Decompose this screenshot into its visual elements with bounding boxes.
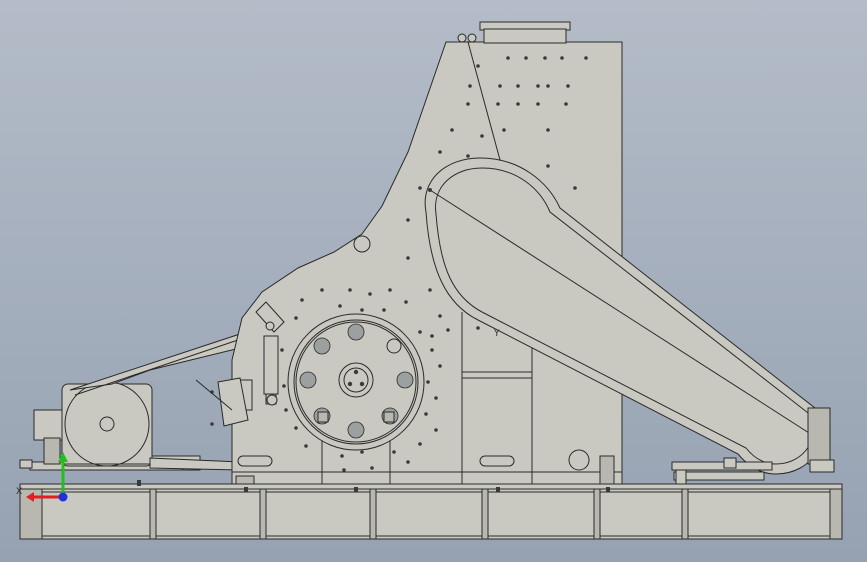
discharge-slot-right (479, 455, 515, 467)
motor-shaft (99, 416, 115, 432)
inspection-hole-lower (568, 449, 590, 471)
cylinder-body (263, 335, 279, 395)
right-rail (671, 461, 773, 471)
base-dividers (149, 488, 689, 540)
z-axis-dot (58, 492, 68, 502)
feed-inlet (483, 28, 567, 44)
base-frame (19, 480, 843, 540)
motor-support (43, 437, 61, 465)
housing-bolts (210, 56, 638, 472)
motor-bracket (33, 409, 65, 441)
discharge-slot-left (237, 455, 273, 467)
adjustment-cylinder (255, 301, 285, 406)
top-hinge (457, 33, 501, 161)
base-end-right (829, 488, 843, 540)
triad-x-label: X (16, 487, 22, 497)
annotation-y-label: Y (493, 329, 500, 339)
left-belt-upper (69, 333, 241, 391)
left-belt-lower (149, 457, 241, 471)
rotor-disc (287, 313, 425, 451)
left-linkage (195, 377, 249, 427)
belt-guard-bracket (807, 407, 831, 465)
base-end-left (19, 488, 43, 540)
base-beam (39, 488, 831, 540)
left-drive-belt (69, 333, 241, 471)
inspection-hole-upper (353, 235, 371, 253)
coordinate-triad: X (16, 452, 68, 502)
rotor-lock (386, 338, 402, 354)
right-supports (671, 457, 835, 485)
base-bolts (137, 480, 610, 492)
rotor-hole (299, 371, 317, 389)
rotor-hole (396, 371, 414, 389)
motor (61, 379, 153, 467)
rotor-hole (347, 323, 365, 341)
rotor-hole (347, 421, 365, 439)
belt-guard (424, 157, 831, 475)
rotor-hole (313, 337, 331, 355)
